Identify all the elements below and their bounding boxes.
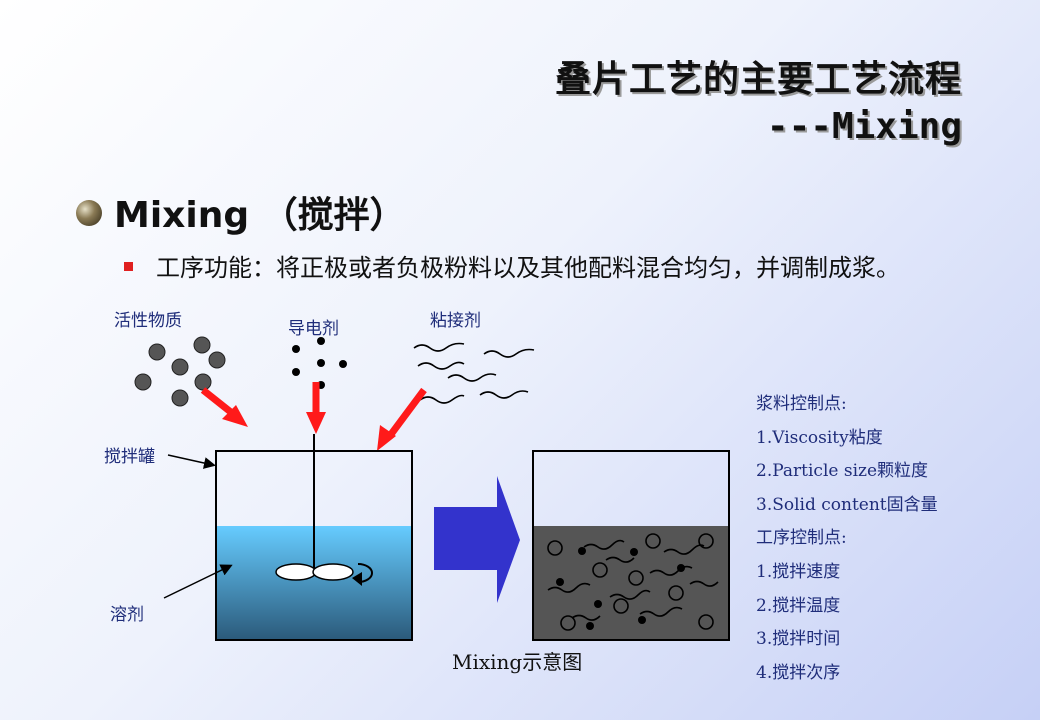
title-line-2: ---Mixing: [766, 106, 962, 147]
process-point-2: 2.搅拌温度: [756, 596, 841, 616]
label-conductive-agent: 导电剂: [288, 319, 339, 339]
mixing-tank: [215, 434, 413, 641]
slurry-tank: [532, 450, 730, 641]
title-line-1: 叠片工艺的主要工艺流程: [554, 59, 962, 100]
process-arrow: [434, 476, 520, 603]
conductive-agent-dots: [292, 337, 347, 389]
bullet-ball-icon: [76, 200, 102, 226]
slurry-point-1: 1.Viscosity粘度: [756, 428, 883, 448]
red-arrows: [200, 382, 427, 451]
slurry-point-2: 2.Particle size颗粒度: [756, 461, 929, 481]
active-material-particles: [134, 336, 226, 407]
label-solvent: 溶剂: [110, 605, 144, 625]
red-square-bullet-icon: [124, 262, 133, 271]
section-heading: Mixing （搅拌）: [114, 195, 406, 236]
label-mixing-tank: 搅拌罐: [104, 447, 155, 467]
process-function-text: 工序功能：将正极或者负极粉料以及其他配料混合均匀，并调制成浆。: [156, 254, 900, 282]
label-active-material: 活性物质: [114, 311, 182, 331]
binder-squiggles: [413, 342, 535, 404]
process-point-1: 1.搅拌速度: [756, 562, 841, 582]
slurry-point-3: 3.Solid content固含量: [756, 495, 938, 515]
process-point-3: 3.搅拌时间: [756, 629, 841, 649]
slurry-points-title: 浆料控制点:: [756, 394, 847, 414]
process-points-title: 工序控制点:: [756, 528, 847, 548]
label-binder: 粘接剂: [430, 311, 481, 331]
process-point-4: 4.搅拌次序: [756, 663, 841, 683]
diagram-caption: Mixing示意图: [452, 650, 583, 674]
